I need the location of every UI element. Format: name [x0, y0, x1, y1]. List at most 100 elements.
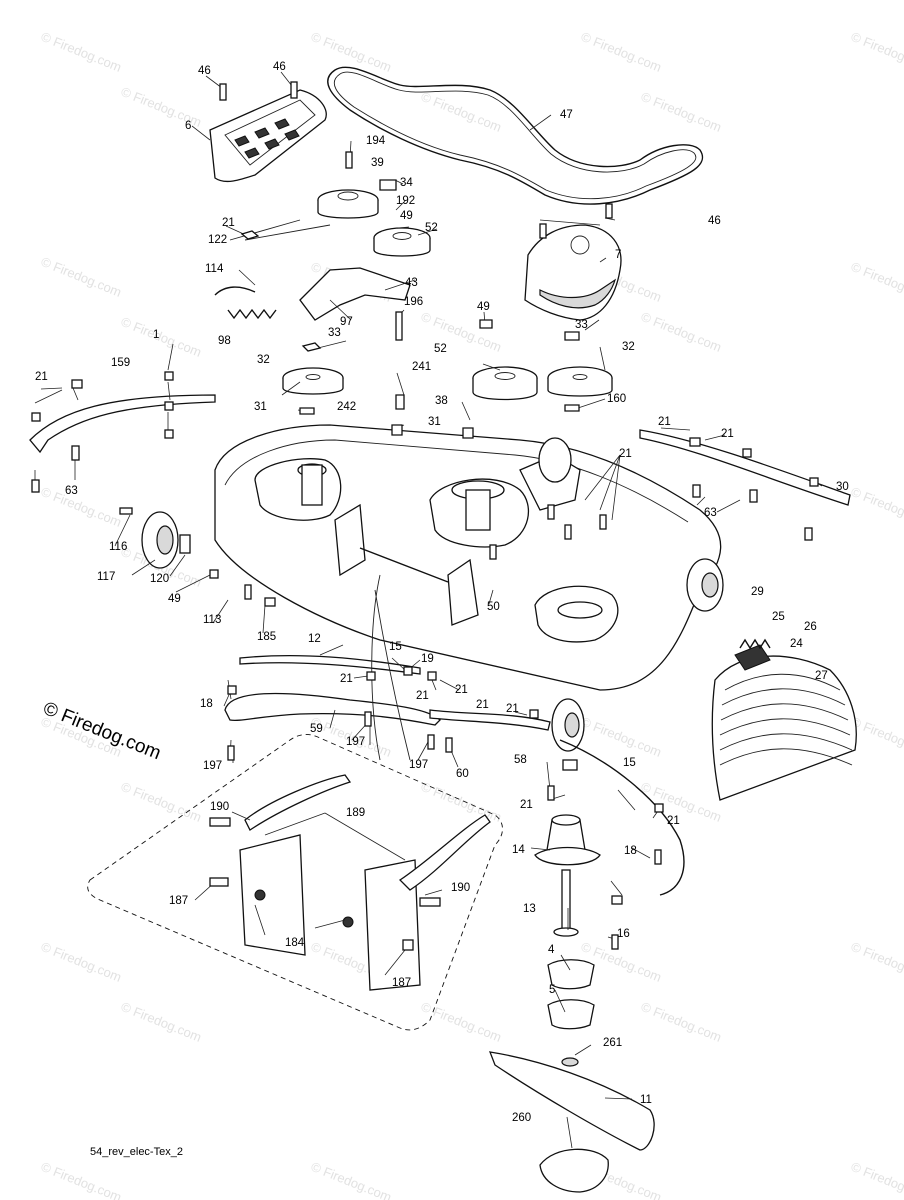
watermark-text: © Firedog.com: [579, 29, 664, 75]
part-label-21: 21: [619, 448, 632, 460]
gauge-wheel-117: [141, 511, 179, 569]
part-label-122: 122: [208, 234, 227, 246]
part-label-7: 7: [615, 249, 621, 261]
part-label-63: 63: [65, 485, 78, 497]
part-label-11: 11: [640, 1094, 652, 1106]
part-label-194: 194: [366, 135, 386, 147]
part-label-33: 33: [328, 327, 341, 339]
part-label-21: 21: [222, 217, 235, 229]
part-label-46: 46: [708, 215, 721, 227]
part-label-58: 58: [514, 754, 527, 766]
watermark-text: © Firedog.com: [309, 1159, 394, 1200]
part-label-160: 160: [607, 393, 626, 405]
lift-arm-59: [224, 692, 441, 726]
part-label-4: 4: [548, 944, 555, 956]
fasteners: [31, 81, 819, 951]
part-label-15: 15: [623, 757, 636, 769]
watermark-text: © Firedog.com: [119, 999, 204, 1045]
tension-spring: [214, 219, 331, 320]
part-label-50: 50: [487, 601, 500, 613]
watermark-text: © Firedog.com: [419, 89, 504, 135]
part-label-5: 5: [549, 984, 555, 996]
watermark-text: © Firedog.com: [639, 999, 724, 1045]
watermark-text: © Firedog.com: [39, 484, 124, 530]
lift-link-60: [429, 709, 551, 731]
watermark-text: © Firedog.com: [849, 484, 904, 530]
mower-deck: [214, 424, 722, 691]
part-label-197: 197: [346, 736, 365, 748]
belt-shield-left: [209, 89, 327, 183]
part-label-190: 190: [210, 801, 229, 813]
part-label-21: 21: [721, 428, 734, 440]
part-label-116: 116: [109, 541, 127, 553]
part-label-260: 260: [512, 1112, 531, 1124]
part-label-63: 63: [704, 507, 717, 519]
watermark-text: © Firedog.com: [119, 314, 204, 360]
pulley-32-left: [282, 367, 344, 395]
lift-link-12: [239, 654, 421, 675]
gauge-wheel-rear: [538, 437, 572, 483]
watermark-text: © Firedog.com: [849, 1159, 904, 1200]
pulley-52-mid: [472, 366, 538, 401]
pulley-39: [317, 189, 379, 219]
part-label-29: 29: [751, 586, 764, 598]
gauge-wheel-front: [551, 698, 585, 752]
part-label-16: 16: [617, 928, 630, 940]
part-label-25: 25: [772, 611, 785, 623]
belt-shield-right: [524, 224, 622, 321]
part-label-52: 52: [425, 222, 438, 234]
hanger-bracket-159: [29, 394, 216, 454]
pulley-52-top: [373, 227, 431, 257]
part-label-21: 21: [416, 690, 429, 702]
watermark-text: © Firedog.com: [849, 29, 904, 75]
discharge-chute: [711, 644, 857, 801]
part-label-21: 21: [35, 371, 48, 383]
cable: [371, 574, 411, 761]
part-label-184: 184: [285, 937, 305, 949]
part-label-46: 46: [273, 61, 286, 73]
gauge-wheel-right: [686, 558, 724, 612]
part-label-31: 31: [428, 416, 441, 428]
part-label-197: 197: [203, 760, 222, 772]
spindle-assembly: [488, 814, 655, 1193]
part-label-34: 34: [400, 177, 413, 189]
part-label-27: 27: [815, 670, 828, 682]
part-label-197: 197: [409, 759, 428, 771]
part-label-187: 187: [392, 977, 411, 989]
drive-belt-inner: [333, 71, 697, 200]
part-label-14: 14: [512, 844, 525, 856]
watermark-text: © Firedog.com: [639, 89, 724, 135]
part-label-18: 18: [200, 698, 213, 710]
part-label-24: 24: [790, 638, 803, 650]
part-label-19: 19: [421, 653, 434, 665]
drive-belt: [327, 66, 704, 205]
part-label-26: 26: [804, 621, 817, 633]
part-label-21: 21: [658, 416, 671, 428]
part-label-43: 43: [405, 277, 418, 289]
watermark-text: © Firedog.com: [419, 999, 504, 1045]
part-label-60: 60: [456, 768, 469, 780]
part-label-39: 39: [371, 157, 384, 169]
part-label-13: 13: [523, 903, 536, 915]
watermark-text: © Firedog.com: [39, 1159, 124, 1200]
watermark-text: © Firedog.com: [39, 254, 124, 300]
part-label-32: 32: [622, 341, 635, 353]
part-label-49: 49: [477, 301, 490, 313]
hanger-bracket-160: [639, 429, 851, 506]
idler-bracket: [299, 267, 411, 321]
pulley-32-right: [547, 366, 613, 397]
watermark-text: © Firedog.com: [39, 939, 124, 985]
rod-58: [559, 739, 685, 896]
part-label-32: 32: [257, 354, 270, 366]
watermark-text: © Firedog.com: [39, 29, 124, 75]
watermark-text: © Firedog.com: [419, 309, 504, 355]
watermark-text: © Firedog.com: [849, 714, 904, 760]
part-label-113: 113: [203, 614, 221, 626]
watermark-text: © Firedog.com: [639, 309, 724, 355]
part-label-47: 47: [560, 109, 573, 121]
watermark-text: © Firedog.com: [119, 779, 204, 825]
part-label-21: 21: [340, 673, 353, 685]
part-label-120: 120: [150, 573, 169, 585]
part-label-261: 261: [603, 1037, 622, 1049]
